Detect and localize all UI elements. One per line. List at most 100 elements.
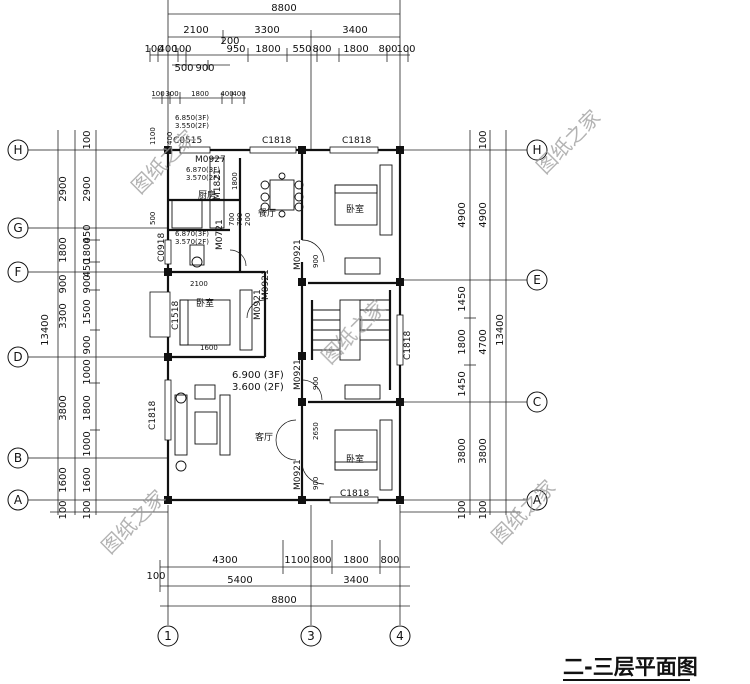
dim-left-top100: 100 bbox=[82, 130, 93, 149]
axis-label-right: E bbox=[533, 273, 541, 287]
dim-top-row3: 100 bbox=[396, 44, 415, 55]
label-dim-2650: 2650 bbox=[312, 422, 320, 440]
furniture bbox=[171, 157, 393, 491]
dim-top-row3: 950 bbox=[226, 44, 245, 55]
right-dimensions: 4900 1450 1800 1450 3800 100 4900 4700 3… bbox=[457, 130, 506, 519]
label-elevation: 6.870(3F) bbox=[175, 230, 209, 238]
dim-top-row3: 800 bbox=[378, 44, 397, 55]
room-names: 餐厅 客厅 卧室 卧室 卧室 厨房 bbox=[196, 189, 364, 465]
dim-bottom-row1: 1100 bbox=[284, 555, 309, 566]
dim-bottom-total: 8800 bbox=[271, 595, 296, 606]
room-living: 客厅 bbox=[255, 431, 273, 443]
label-dim-200: 200 bbox=[244, 213, 252, 226]
structural-columns bbox=[164, 146, 404, 504]
dim-left-top450: 450 bbox=[82, 224, 93, 243]
axis-bubble-1 bbox=[157, 625, 179, 647]
label-m0721: M0721 bbox=[215, 219, 225, 250]
dim-top-row5: 400 bbox=[220, 90, 233, 98]
label-dim-400: 400 bbox=[166, 132, 174, 145]
dim-left-inner: 900 bbox=[82, 274, 93, 293]
axis-label-bottom: 3 bbox=[307, 629, 315, 643]
axis-label-left: A bbox=[14, 493, 23, 507]
label-elevation: 3.570(2F) bbox=[175, 238, 209, 246]
dim-top-row3: 400 bbox=[158, 44, 177, 55]
label-dim-500: 500 bbox=[149, 212, 157, 225]
label-c0918: C0918 bbox=[157, 233, 167, 262]
label-m1821: M1821 bbox=[213, 169, 223, 200]
dim-left-inner: 1800 bbox=[82, 237, 93, 262]
dim-bottom-row1: 1800 bbox=[343, 555, 368, 566]
label-c1818-top1: C1818 bbox=[262, 136, 291, 146]
dimension-lines bbox=[50, 0, 520, 625]
label-c1818-right: C1818 bbox=[403, 331, 413, 360]
axis-label-left: D bbox=[13, 350, 22, 364]
label-c1518: C1518 bbox=[171, 301, 181, 330]
label-elevation: 6.900 (3F) bbox=[232, 370, 284, 381]
dim-left-inner: 1600 bbox=[82, 467, 93, 492]
dim-top-total: 8800 bbox=[271, 3, 296, 14]
label-dim-2100: 2100 bbox=[190, 280, 208, 288]
top-dimensions-small: 100 300 1800 400 400 bbox=[151, 90, 245, 98]
axis-label-left: F bbox=[15, 265, 22, 279]
dim-top-row3: 100 bbox=[144, 44, 163, 55]
dim-top-row3: 550 bbox=[292, 44, 311, 55]
label-c1818-left: C1818 bbox=[148, 401, 158, 430]
watermark-text: 图纸之家 bbox=[127, 125, 201, 199]
label-dim-900: 900 bbox=[312, 377, 320, 390]
dim-right-inner: 1450 bbox=[457, 286, 468, 311]
axis-label-right: A bbox=[533, 493, 542, 507]
dim-top-row5: 1800 bbox=[191, 90, 209, 98]
dim-right-inner: 4900 bbox=[457, 202, 468, 227]
dim-bottom-row1: 800 bbox=[380, 555, 399, 566]
dim-right-mid: 100 bbox=[478, 500, 489, 519]
dim-bottom-row1: 4300 bbox=[212, 555, 237, 566]
label-dim-900: 900 bbox=[312, 477, 320, 490]
dim-top-row2: 2100 bbox=[183, 25, 208, 36]
dim-top-row3: 800 bbox=[312, 44, 331, 55]
axis-leaders bbox=[28, 149, 527, 501]
dim-top-row5: 100 bbox=[151, 90, 164, 98]
label-elevation: 3.600 (2F) bbox=[232, 382, 284, 393]
watermark-text: 图纸之家 bbox=[317, 295, 391, 369]
door-swings bbox=[229, 239, 325, 485]
dim-top-row3: 1800 bbox=[343, 44, 368, 55]
dim-right-top100: 100 bbox=[478, 130, 489, 149]
axis-label-bottom: 4 bbox=[396, 629, 404, 643]
label-elevation: 3.550(2F) bbox=[175, 122, 209, 130]
dim-left-outer: 1800 bbox=[58, 237, 69, 262]
dim-left-outer: 3300 bbox=[58, 303, 69, 328]
dim-bottom-row1: 800 bbox=[312, 555, 331, 566]
annotations: C1818 C1818 C1818 C1818 C1818 C0515 C091… bbox=[148, 114, 413, 499]
label-elevation: 6.870(3F) bbox=[186, 166, 220, 174]
axis-label-left: B bbox=[14, 451, 22, 465]
watermark-text: 图纸之家 bbox=[97, 485, 171, 559]
dim-right-inner: 3800 bbox=[457, 438, 468, 463]
dim-top-mid: 200 bbox=[220, 36, 239, 47]
dim-left-inner: 1500 bbox=[82, 299, 93, 324]
label-c1818-top2: C1818 bbox=[342, 136, 371, 146]
label-dim-900: 900 bbox=[312, 255, 320, 268]
dim-left-inner: 2900 bbox=[82, 176, 93, 201]
label-dim-1800: 1800 bbox=[231, 172, 239, 190]
dim-top-row2: 3400 bbox=[342, 25, 367, 36]
drawing-title: 二-三层平面图 bbox=[563, 655, 698, 679]
windows bbox=[149, 146, 404, 504]
axis-bubble-4 bbox=[389, 625, 411, 647]
dim-left-total: 13400 bbox=[40, 314, 51, 346]
dim-left-inner: 1000 bbox=[82, 431, 93, 456]
dim-right-mid: 4700 bbox=[478, 329, 489, 354]
label-dim-1100: 1100 bbox=[149, 127, 157, 145]
dim-left-outer: 3800 bbox=[58, 395, 69, 420]
dim-left-outer: 1600 bbox=[58, 467, 69, 492]
dim-left-inner: 450 bbox=[82, 258, 93, 277]
label-m0921: M0921 bbox=[293, 359, 303, 390]
axis-label-right: H bbox=[532, 143, 541, 157]
room-bedroom: 卧室 bbox=[346, 453, 364, 465]
label-dim-700: 700 bbox=[236, 213, 244, 226]
label-m0921: M0921 bbox=[261, 269, 271, 300]
dim-top-row3: 1800 bbox=[255, 44, 280, 55]
dim-left-outer: 2900 bbox=[58, 176, 69, 201]
top-dimensions: 8800 2100 3300 3400 200 100 400 100 950 … bbox=[144, 3, 415, 74]
dim-top-row4: 900 bbox=[195, 63, 214, 74]
bottom-dimensions: 4300 1100 800 1800 800 100 5400 3400 880… bbox=[146, 555, 399, 606]
